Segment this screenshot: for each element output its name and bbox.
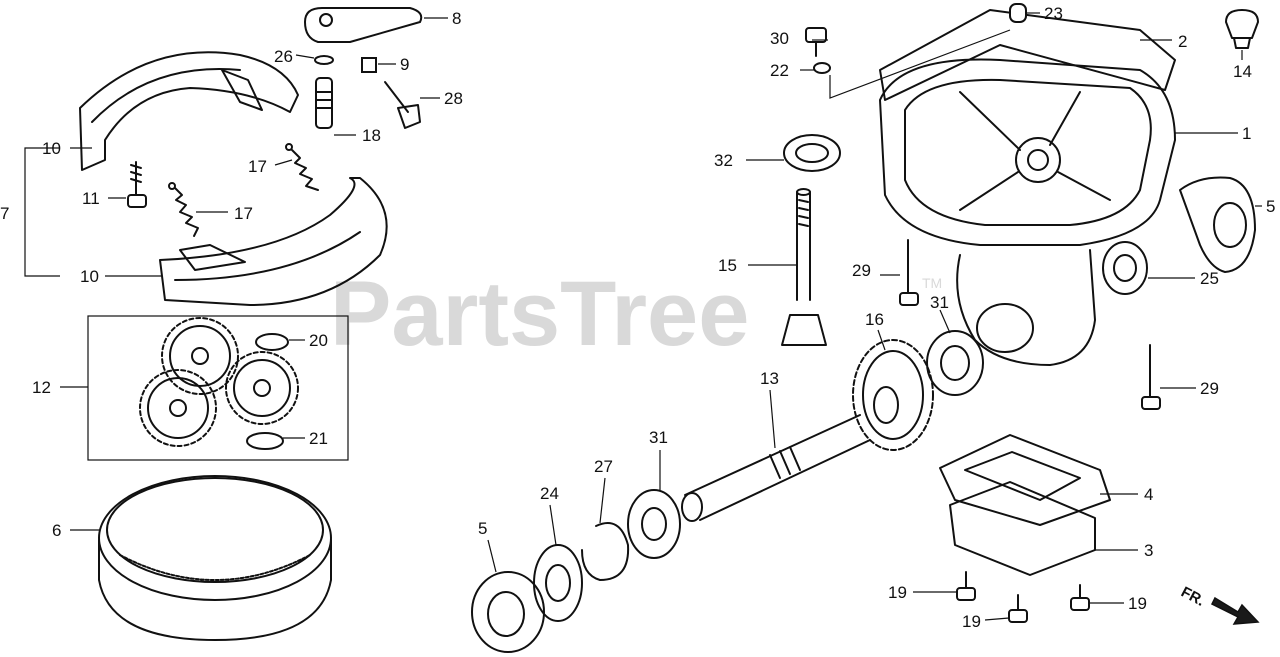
callout-2: 2: [1178, 32, 1187, 51]
leader-lines: [60, 12, 1262, 621]
callout-4: 4: [1144, 485, 1153, 504]
callout-25: 25: [1200, 269, 1219, 288]
plate-3: [949, 481, 1096, 576]
washer-21: [246, 432, 284, 450]
cap-14: [1225, 9, 1259, 49]
callout-18: 18: [362, 126, 381, 145]
cover-5-right: [1179, 176, 1256, 273]
callout-labels: 8 26 9 28 10 7 11 17 17 18 10 20 12 21 6…: [0, 4, 1275, 631]
bolt-30: [805, 27, 827, 57]
cover-5-bottom: [471, 571, 545, 653]
callout-22: 22: [770, 61, 789, 80]
pinion-shaft-15: [781, 188, 827, 346]
direction-arrow-icon: [1210, 596, 1260, 625]
brake-shoe-upper: [79, 51, 299, 171]
callout-5-bottom: 5: [478, 519, 487, 538]
gear-case-1: [879, 58, 1176, 366]
nut-9: [361, 57, 377, 73]
callout-11: 11: [82, 189, 100, 208]
callout-21: 21: [309, 429, 328, 448]
callout-10-upper: 10: [42, 139, 61, 158]
callout-29-lower: 29: [1200, 379, 1219, 398]
callout-13: 13: [760, 369, 779, 388]
callout-31-left: 31: [649, 428, 668, 447]
ring-gear-6: [98, 475, 332, 641]
direction-label: FR.: [1178, 584, 1207, 610]
callout-31-right: 31: [930, 293, 949, 312]
callout-32: 32: [714, 151, 733, 170]
planet-gear-box-12: [87, 315, 349, 461]
housing-cover-2: [879, 9, 1176, 101]
callout-15: 15: [718, 256, 737, 275]
callout-3: 3: [1144, 541, 1153, 560]
bolt-29-upper: [899, 239, 919, 306]
callout-28: 28: [444, 89, 463, 108]
bolt-19-left: [956, 571, 976, 601]
pin-23: [1009, 3, 1027, 23]
callout-1: 1: [1242, 124, 1251, 143]
bracket-7: [24, 147, 60, 277]
callout-12: 12: [32, 378, 51, 397]
watermark-tm: TM: [922, 275, 942, 291]
stud-11: [127, 161, 147, 208]
bearing-31-right: [926, 330, 984, 396]
bolt-28: [384, 81, 421, 129]
bolt-19-middle: [1008, 594, 1028, 623]
output-shaft-13: [681, 414, 871, 522]
callout-10-lower: 10: [80, 267, 99, 286]
gasket-4: [939, 434, 1111, 526]
callout-24: 24: [540, 484, 559, 503]
callout-19-right: 19: [1128, 594, 1147, 613]
washer-26: [314, 55, 334, 65]
bearing-32: [783, 134, 841, 172]
callout-16: 16: [865, 310, 884, 329]
callout-19-left: 19: [888, 583, 907, 602]
bolt-29-lower: [1141, 344, 1161, 410]
snap-ring-27: [581, 522, 630, 581]
callout-20: 20: [309, 331, 328, 350]
callout-7: 7: [0, 204, 9, 223]
callout-26: 26: [274, 47, 293, 66]
shaft-18: [315, 77, 333, 129]
callout-6: 6: [52, 521, 61, 540]
bevel-gear-16: [852, 339, 934, 451]
planet-gear-set: [139, 317, 299, 447]
callout-17-left: 17: [234, 204, 253, 223]
lead-22-cover: [829, 29, 1011, 99]
brake-shoe-lower: [159, 177, 388, 306]
bearing-31-left: [627, 489, 681, 559]
callout-27: 27: [594, 457, 613, 476]
oil-seal-24: [533, 544, 583, 622]
spring-17a: [168, 182, 199, 237]
callout-5-right: 5: [1266, 197, 1275, 216]
callout-19-middle: 19: [962, 612, 981, 631]
callout-23: 23: [1044, 4, 1063, 23]
callout-8: 8: [452, 9, 461, 28]
spring-17b: [285, 143, 319, 191]
callout-29-upper: 29: [852, 261, 871, 280]
callout-30: 30: [770, 29, 789, 48]
bolt-19-right: [1070, 584, 1090, 611]
callout-14: 14: [1233, 62, 1252, 81]
lever-8: [304, 7, 423, 43]
oil-seal-25: [1102, 241, 1148, 295]
callout-9: 9: [400, 55, 409, 74]
watermark-text: PartsTree: [330, 263, 749, 365]
callout-17-right: 17: [248, 157, 267, 176]
washer-20: [255, 333, 289, 351]
washer-22: [813, 62, 831, 74]
